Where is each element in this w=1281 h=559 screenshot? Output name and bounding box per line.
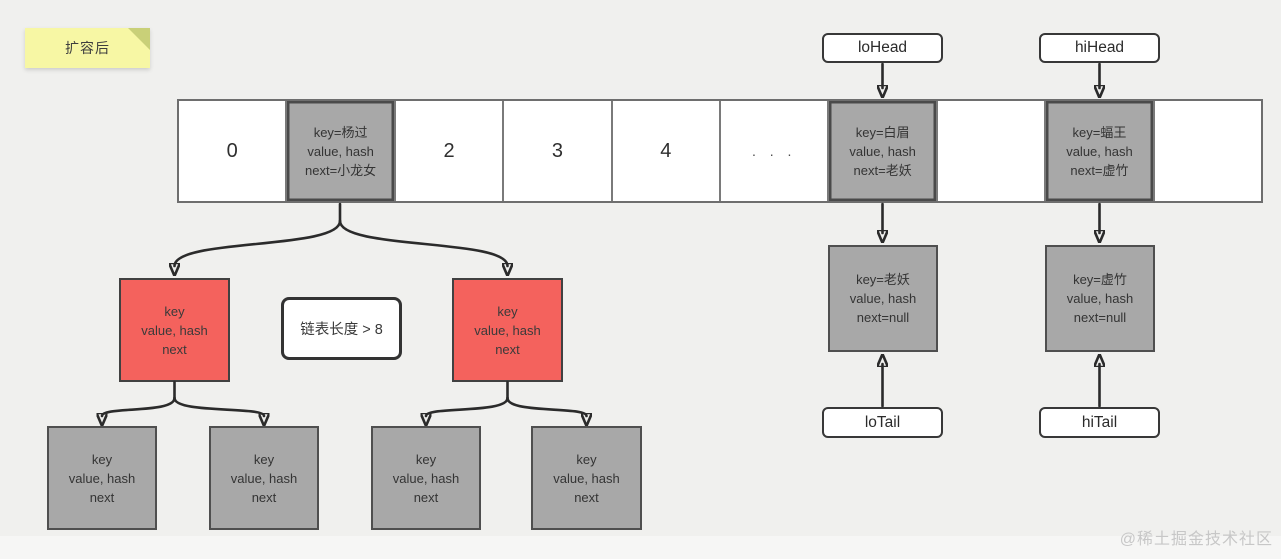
tree-leaf-node-0: key value, hash next: [47, 426, 157, 530]
hihead-pointer-label: hiHead: [1039, 33, 1160, 63]
hitail-pointer-label: hiTail: [1039, 407, 1160, 438]
lohead-pointer-label: loHead: [822, 33, 943, 63]
tree-leaf-node-3: key value, hash next: [531, 426, 642, 530]
node-line: value, hash: [1066, 143, 1133, 159]
array-cell-4: 4: [610, 101, 719, 201]
node-line: key=老妖: [856, 272, 910, 287]
pill-text: hiHead: [1074, 39, 1125, 56]
sticky-note-label: 扩容后: [65, 40, 110, 56]
array-cell-6-node: key=白眉 value, hash next=老妖: [827, 101, 936, 201]
pill-text: hiTail: [1081, 413, 1118, 431]
arrow-fork-to-red-right: [338, 219, 508, 266]
node-line: key=虚竹: [1073, 272, 1127, 287]
lo-chain-node: key=老妖 value, hash next=null: [828, 245, 938, 352]
node-line: value, hash: [849, 291, 917, 306]
bottom-band: [0, 536, 1281, 559]
array-cell-3: 3: [502, 101, 610, 201]
sticky-note: 扩容后: [25, 28, 150, 68]
array-cell-2: 2: [393, 101, 502, 201]
node-line: value, hash: [141, 322, 208, 338]
cell-label: 3: [551, 139, 563, 162]
treeify-condition-label: 链表长度 > 8: [281, 297, 402, 360]
node-line: next: [89, 489, 115, 505]
cell-label: . . .: [752, 143, 797, 159]
node-line: value, hash: [307, 143, 374, 159]
node-line: next=null: [1073, 310, 1127, 325]
node-line: key: [91, 451, 113, 467]
sticky-note-fold-icon: [128, 28, 150, 50]
node-line: next=虚竹: [1070, 162, 1129, 178]
pill-text: loTail: [864, 413, 901, 431]
node-line: key: [164, 303, 185, 319]
node-line: next: [574, 489, 599, 505]
bucket-array: 0 key=杨过 value, hash next=小龙女 2 3 4 . . …: [177, 99, 1263, 203]
arrow-redright-to-leaf2: [426, 396, 509, 416]
tree-leaf-node-2: key value, hash next: [371, 426, 481, 530]
node-line: key=蝠王: [1072, 124, 1127, 140]
node-line: key: [415, 451, 437, 467]
array-cell-8-node: key=蝠王 value, hash next=虚竹: [1044, 101, 1153, 201]
condition-text: 链表长度 > 8: [300, 322, 383, 338]
node-line: key: [497, 303, 518, 319]
tree-red-node-right: key value, hash next: [452, 278, 563, 382]
node-line: next=老妖: [853, 162, 912, 178]
array-cell-9-empty: [1152, 101, 1261, 201]
array-cell-1-node: key=杨过 value, hash next=小龙女: [285, 101, 394, 201]
node-line: next: [413, 489, 439, 505]
pill-text: loHead: [857, 39, 908, 56]
tree-red-node-left: key value, hash next: [119, 278, 230, 382]
node-line: key=杨过: [313, 124, 368, 140]
node-line: next=小龙女: [305, 162, 377, 178]
node-line: value, hash: [68, 470, 136, 486]
node-line: next: [162, 341, 187, 357]
array-cell-0: 0: [179, 101, 285, 201]
node-line: next=null: [856, 310, 910, 325]
cell-label: 4: [660, 139, 672, 162]
node-line: value, hash: [392, 470, 460, 486]
lotail-pointer-label: loTail: [822, 407, 943, 438]
arrow-redleft-to-leaf0: [102, 396, 176, 416]
array-cell-7-empty: [935, 101, 1044, 201]
cell-label: 0: [226, 139, 238, 162]
node-line: key: [253, 451, 275, 467]
hi-chain-node: key=虚竹 value, hash next=null: [1045, 245, 1155, 352]
arrow-redright-to-leaf3: [506, 396, 587, 416]
node-line: value, hash: [553, 470, 620, 486]
tree-leaf-node-1: key value, hash next: [209, 426, 319, 530]
node-line: value, hash: [1066, 291, 1134, 306]
arrow-redleft-to-leaf1: [173, 396, 265, 416]
array-cell-ellipsis: . . .: [719, 101, 827, 201]
node-line: value, hash: [230, 470, 298, 486]
node-line: key: [576, 451, 597, 467]
node-line: key=白眉: [855, 124, 910, 140]
watermark: @稀土掘金技术社区: [1119, 531, 1273, 548]
node-line: next: [251, 489, 277, 505]
node-line: value, hash: [849, 143, 916, 159]
cell-label: 2: [443, 139, 455, 162]
node-line: next: [495, 341, 520, 357]
node-line: value, hash: [474, 322, 541, 338]
arrow-fork-to-red-left: [175, 219, 342, 266]
